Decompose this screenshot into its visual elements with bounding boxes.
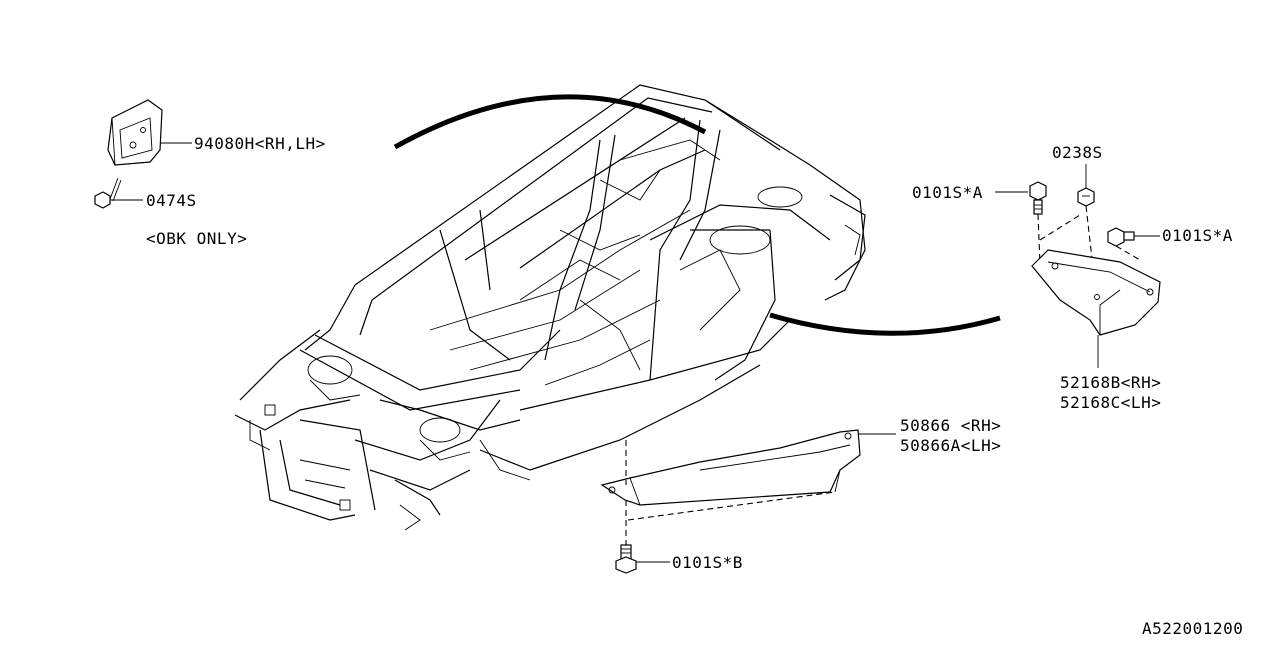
dashed-guide-2 (1039, 214, 1081, 241)
label-nut-0238: 0238S (1052, 143, 1103, 162)
cover-52168-illustration (1031, 249, 1161, 336)
label-bolt-0101b: 0101S*B (672, 553, 743, 572)
bolt-0474s-icon (94, 177, 122, 209)
bolt-0101s-a-left-icon (1029, 181, 1047, 215)
nut-0238s-icon (1077, 187, 1095, 207)
reference-arc-upper (393, 94, 707, 150)
label-cover-rh: 52168B<RH> (1060, 373, 1161, 392)
dashed-guide-4 (1115, 245, 1141, 261)
car-body-shell (234, 84, 866, 531)
label-bracket-part: 94080H<RH,LH> (194, 134, 326, 153)
bolt-0101s-b-icon (615, 544, 637, 574)
label-bolt-0474: 0474S (146, 191, 197, 210)
label-undercover-lh: 50866A<LH> (900, 436, 1001, 455)
dashed-guide-1 (1037, 213, 1041, 266)
label-undercover-rh: 50866 <RH> (900, 416, 1001, 435)
bracket-94080h-illustration (107, 99, 163, 166)
dashed-guide-7 (627, 491, 836, 521)
label-obk-note: <OBK ONLY> (146, 229, 247, 248)
reference-arc-lower (769, 312, 1001, 336)
label-bolt-0101a-left: 0101S*A (912, 183, 983, 202)
undercover-50866-illustration (600, 429, 861, 506)
label-bolt-0101a-right: 0101S*A (1162, 226, 1233, 245)
bolt-0101s-a-right-icon (1107, 227, 1135, 247)
dashed-guide-3 (1085, 205, 1096, 286)
label-cover-lh: 52168C<LH> (1060, 393, 1161, 412)
diagram-id: A522001200 (1142, 619, 1243, 638)
